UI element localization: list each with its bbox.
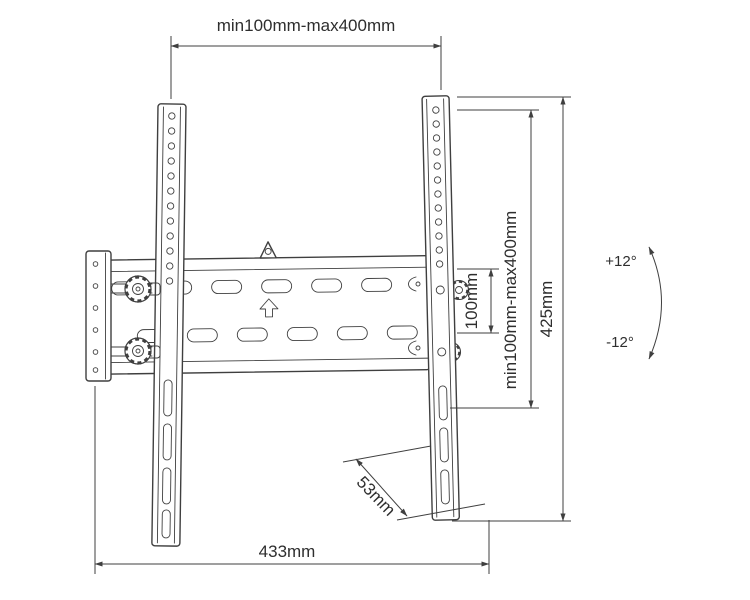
dim-label-vesa-height: 100mm [462, 273, 481, 330]
spring-clip-icon [408, 276, 417, 292]
rail-holes [432, 106, 444, 268]
dimension-vesa-height-range: min100mm-max400mm [450, 109, 539, 409]
annotation-tilt-angle: +12° -12° [605, 246, 662, 360]
dimension-bracket-height: 425mm [452, 96, 571, 522]
dim-label-depth: 53mm [353, 473, 399, 520]
rail-holes [165, 112, 176, 285]
left-side-plate [85, 250, 161, 382]
dimension-top-width: min100mm-max400mm [170, 16, 442, 99]
dimension-vesa-height: 100mm [457, 268, 499, 334]
dim-label-top-width: min100mm-max400mm [217, 16, 396, 35]
tilt-up-label: +12° [605, 253, 636, 270]
dim-label-bracket-height: 425mm [537, 281, 556, 338]
bolt-hole [435, 285, 445, 295]
left-vesa-rail [151, 103, 187, 547]
bolt-hole [437, 347, 447, 357]
dimension-depth: 53mm [342, 445, 486, 521]
up-arrow-icon [259, 298, 279, 318]
dim-label-vesa-height-range: min100mm-max400mm [501, 211, 520, 390]
rail-slots [438, 385, 450, 505]
rail-slots [161, 379, 173, 539]
dim-label-base-width: 433mm [259, 542, 316, 561]
spring-clip-icon [408, 340, 417, 356]
right-vesa-rail [421, 95, 460, 521]
center-hanging-tab [259, 241, 277, 259]
left-tilt-knobs [124, 275, 152, 365]
tilt-down-label: -12° [606, 334, 634, 351]
dimension-base-width: 433mm [94, 386, 490, 574]
